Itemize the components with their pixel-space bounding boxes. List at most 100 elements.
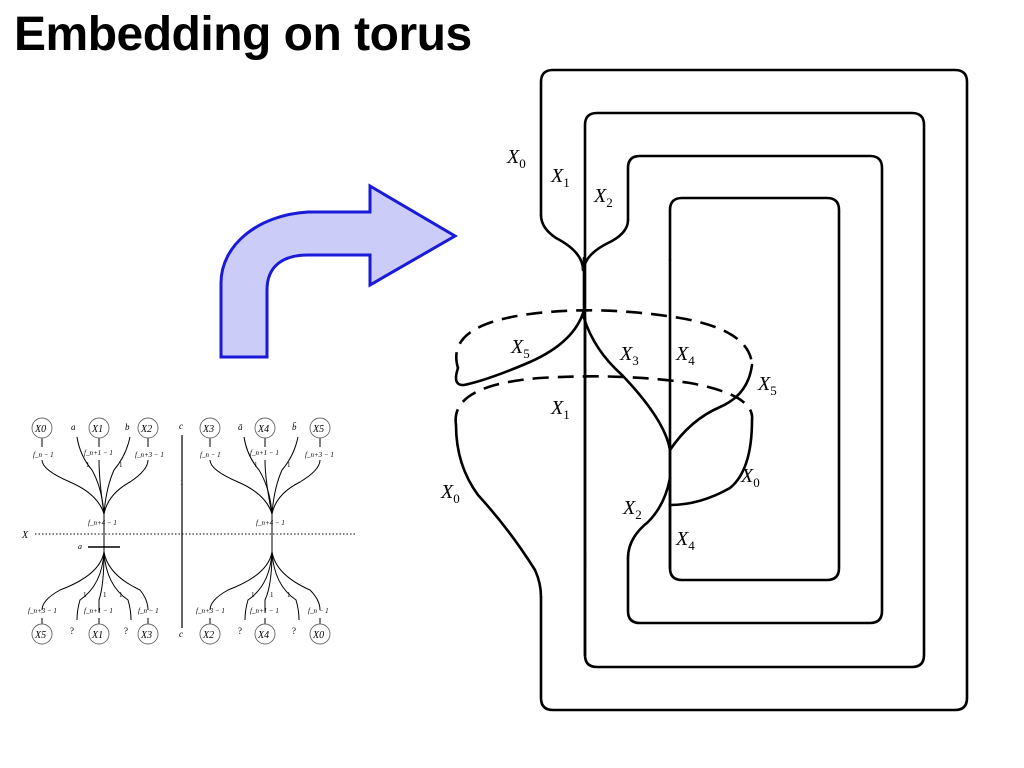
right-tree-edges — [209, 436, 321, 624]
top-right-nodes: X3 X4 X5 — [199, 417, 331, 439]
svg-text:f_n − 1: f_n − 1 — [33, 451, 54, 459]
label-x4-mid: X4 — [675, 343, 695, 368]
node-x1-bottom — [88, 623, 110, 645]
node-x4-bottom — [254, 623, 276, 645]
node-x5-bottom-label: X5 — [34, 630, 46, 641]
a-cross-label: a — [78, 542, 82, 551]
loop-x2 — [626, 154, 884, 625]
curved-arrow-icon — [219, 183, 458, 359]
x5-right-loop — [668, 363, 754, 452]
node-x4-bottom-label: X4 — [257, 630, 269, 641]
label-x2-top: X2 — [593, 185, 613, 210]
strand-x0-top — [539, 213, 585, 272]
torus-labels: X0 X1 X2 X5 X3 X4 X5 X1 X0 X0 X2 X4 — [440, 146, 777, 553]
label-x2-lower: X2 — [622, 497, 642, 522]
svg-text:f_n+4 − 1: f_n+4 − 1 — [88, 519, 117, 527]
upper-dashed-ring — [455, 309, 754, 369]
loop-x4 — [668, 196, 841, 582]
label-x1-top: X1 — [550, 165, 570, 190]
svg-text:?: ? — [238, 626, 242, 636]
svg-text:?: ? — [124, 626, 128, 636]
svg-text:f_n+1 − 1: f_n+1 − 1 — [84, 449, 113, 457]
edge-labels: f_n − 1 f_n+1 − 1 f_n+3 − 1 f_n − 1 f_n+… — [28, 449, 334, 636]
node-x5-top-label: X5 — [312, 424, 324, 435]
svg-text:?: ? — [70, 626, 74, 636]
node-x3-bottom — [137, 623, 159, 645]
svg-text:1: 1 — [287, 591, 291, 599]
x0-left-strand — [454, 423, 543, 599]
node-x2-bottom — [199, 623, 221, 645]
node-x1-top-label: X1 — [91, 424, 103, 435]
svg-text:1: 1 — [119, 461, 123, 469]
svg-text:1: 1 — [270, 591, 274, 599]
svg-text:f_n+3 − 1: f_n+3 − 1 — [135, 451, 164, 459]
node-x1-bottom-label: X1 — [91, 630, 103, 641]
svg-text:f_n − 1: f_n − 1 — [308, 607, 329, 615]
page-title: Embedding on torus — [14, 8, 472, 61]
bottom-left-nodes: X5 X1 X3 — [31, 623, 159, 645]
loop-x1 — [583, 111, 926, 669]
tree-diagram: X c c — [21, 417, 355, 645]
top-left-nodes: X0 X1 X2 — [31, 417, 159, 439]
letter-b: b — [125, 422, 130, 432]
bottom-right-nodes: X2 X4 X0 — [199, 623, 331, 645]
node-x0-bottom-label: X0 — [312, 630, 324, 641]
loop-x0 — [539, 68, 969, 712]
dashed-torus-rings — [454, 309, 754, 426]
strand-x2-top — [582, 218, 630, 272]
label-x1-mid: X1 — [550, 397, 570, 422]
svg-text:1: 1 — [86, 461, 90, 469]
node-x3-top — [199, 417, 221, 439]
svg-text:1: 1 — [254, 461, 258, 469]
svg-text:f_n+1 − 1: f_n+1 − 1 — [250, 607, 279, 615]
svg-text:f_n+3 − 1: f_n+3 − 1 — [196, 607, 225, 615]
svg-text:f_n − 1: f_n − 1 — [138, 607, 159, 615]
svg-text:f_n+1 − 1: f_n+1 − 1 — [250, 449, 279, 457]
left-tree-edges — [41, 436, 149, 624]
node-x4-top-label: X4 — [257, 424, 269, 435]
node-x0-bottom — [309, 623, 331, 645]
node-x0-top-label: X0 — [34, 424, 46, 435]
label-x3: X3 — [619, 343, 639, 368]
svg-text:1: 1 — [180, 479, 184, 487]
letter-b-bar: b̄ — [292, 422, 297, 432]
node-x3-bottom-label: X3 — [140, 630, 152, 641]
node-x1-top — [88, 417, 110, 439]
x2-lower-strand — [626, 476, 672, 560]
label-x0-top: X0 — [506, 146, 526, 171]
label-x0-left: X0 — [440, 481, 460, 506]
letter-a-bar: ā — [238, 422, 243, 432]
svg-text:f_n − 1: f_n − 1 — [200, 451, 221, 459]
svg-text:1: 1 — [119, 591, 123, 599]
svg-text:f_n+3 − 1: f_n+3 − 1 — [305, 451, 334, 459]
node-x3-top-label: X3 — [202, 424, 214, 435]
node-x0-top — [31, 417, 53, 439]
c-top-label: c — [179, 421, 183, 431]
node-x2-bottom-label: X2 — [202, 630, 214, 641]
label-x0-right: X0 — [740, 465, 760, 490]
letter-a: a — [71, 422, 76, 432]
label-x5-left: X5 — [510, 336, 530, 361]
label-x4-lower: X4 — [675, 528, 695, 553]
x0-right-strand — [668, 418, 754, 507]
svg-text:1: 1 — [287, 461, 291, 469]
torus-embedding — [454, 68, 969, 712]
svg-text:1: 1 — [83, 591, 87, 599]
svg-text:f_n+4 − 1: f_n+4 − 1 — [256, 519, 285, 527]
label-x5-right: X5 — [757, 373, 777, 398]
lower-dashed-ring — [454, 375, 754, 426]
svg-text:f_n+1 − 1: f_n+1 − 1 — [84, 607, 113, 615]
node-x5-bottom — [31, 623, 53, 645]
x3-strand — [582, 316, 672, 452]
svg-text:1: 1 — [103, 591, 107, 599]
svg-text:f_n+3 − 1: f_n+3 − 1 — [28, 607, 57, 615]
svg-text:1: 1 — [251, 591, 255, 599]
node-x5-top — [309, 417, 331, 439]
node-x4-top — [254, 417, 276, 439]
svg-text:?: ? — [292, 626, 296, 636]
node-x2-top-label: X2 — [140, 424, 152, 435]
c-bottom-label: c — [179, 629, 183, 639]
x5-left-loop — [454, 308, 586, 387]
node-x2-top — [137, 417, 159, 439]
